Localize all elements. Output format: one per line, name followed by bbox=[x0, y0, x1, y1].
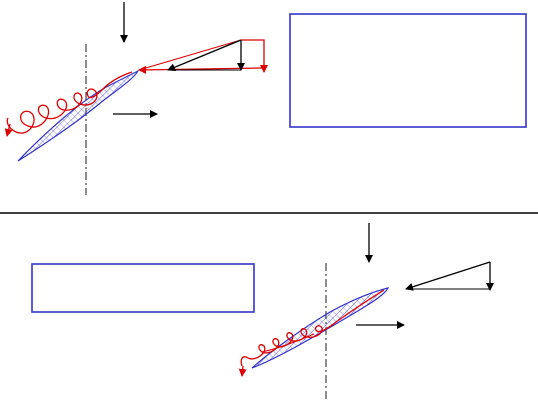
top-panel bbox=[4, 2, 527, 195]
bottom-panel bbox=[31, 223, 494, 402]
top-black-diagonal-vector bbox=[167, 39, 242, 72]
top-airfoil bbox=[17, 69, 140, 162]
top-vortex-arrow bbox=[4, 123, 13, 137]
top-text-box bbox=[289, 13, 527, 128]
bottom-vortex-spiral bbox=[240, 289, 385, 367]
top-red-frame bbox=[241, 39, 265, 68]
bottom-text-box bbox=[31, 263, 255, 313]
bottom-vortex-tail bbox=[261, 333, 315, 353]
bottom-black-diagonal-vector bbox=[405, 261, 491, 291]
bottom-vortex-arrow bbox=[238, 365, 247, 377]
top-red-diagonal bbox=[138, 39, 242, 71]
top-vortex-spiral bbox=[6, 71, 133, 134]
bottom-airfoil bbox=[251, 287, 390, 369]
